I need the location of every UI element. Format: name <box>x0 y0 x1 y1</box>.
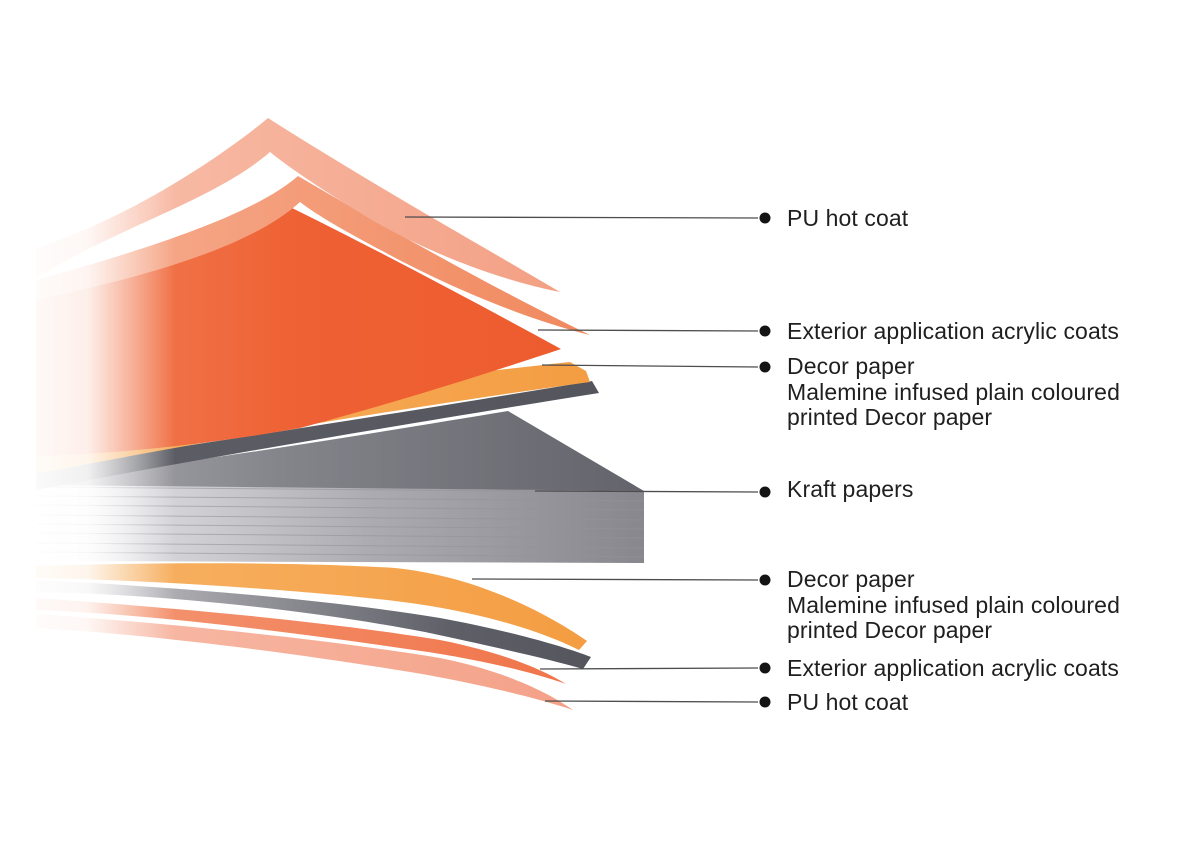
leader-dot-exterior-acrylic-bottom <box>759 662 771 674</box>
label-line: Decor paper <box>787 566 915 592</box>
label-line: Exterior application acrylic coats <box>787 655 1119 681</box>
label-pu-hot-coat-top: PU hot coat <box>787 205 909 232</box>
label-line: Malemine infused plain coloured <box>787 378 1120 405</box>
leader-dot-kraft-papers <box>759 486 771 498</box>
decor-paper-bottom-sheet <box>36 563 587 650</box>
leader-dot-exterior-acrylic-top <box>759 325 771 337</box>
label-line: PU hot coat <box>787 689 909 715</box>
label-line: Malemine infused plain coloured <box>787 591 1120 618</box>
label-exterior-acrylic-top: Exterior application acrylic coats <box>787 318 1119 345</box>
leader-line-decor-paper-bottom <box>471 578 759 581</box>
label-line: Exterior application acrylic coats <box>787 318 1119 344</box>
pu-hot-coat-top-sheet <box>36 118 560 292</box>
leader-line-pu-hot-coat-top <box>404 216 759 219</box>
leader-dot-decor-paper-bottom <box>759 574 771 586</box>
leader-dot-decor-paper-top <box>759 361 771 373</box>
label-decor-paper-bottom: Decor paper Malemine infused plain colou… <box>787 566 1120 644</box>
kraft-papers-top-face <box>36 411 644 491</box>
label-line: Kraft papers <box>787 476 914 502</box>
left-fade-overlay <box>0 0 175 857</box>
leader-dot-pu-hot-coat-top <box>759 212 771 224</box>
leader-line-pu-hot-coat-bottom <box>544 700 759 703</box>
label-line: Decor paper <box>787 353 915 379</box>
label-pu-hot-coat-bottom: PU hot coat <box>787 689 909 716</box>
leader-dot-pu-hot-coat-bottom <box>759 696 771 708</box>
label-decor-paper-top: Decor paper Malemine infused plain colou… <box>787 353 1120 431</box>
leader-lines <box>404 216 759 703</box>
label-exterior-acrylic-bottom: Exterior application acrylic coats <box>787 655 1119 682</box>
leader-line-exterior-acrylic-top <box>537 329 759 332</box>
leader-line-exterior-acrylic-bottom <box>539 667 759 670</box>
label-line: PU hot coat <box>787 205 909 231</box>
label-kraft-papers: Kraft papers <box>787 476 914 503</box>
leader-line-decor-paper-top <box>541 364 759 368</box>
label-line: printed Decor paper <box>787 404 993 430</box>
leader-line-kraft-papers <box>534 490 759 493</box>
melamine-edge-top <box>36 381 599 490</box>
label-line: printed Decor paper <box>787 617 993 643</box>
leader-dots <box>759 212 771 708</box>
kraft-papers-front-face <box>36 484 644 563</box>
